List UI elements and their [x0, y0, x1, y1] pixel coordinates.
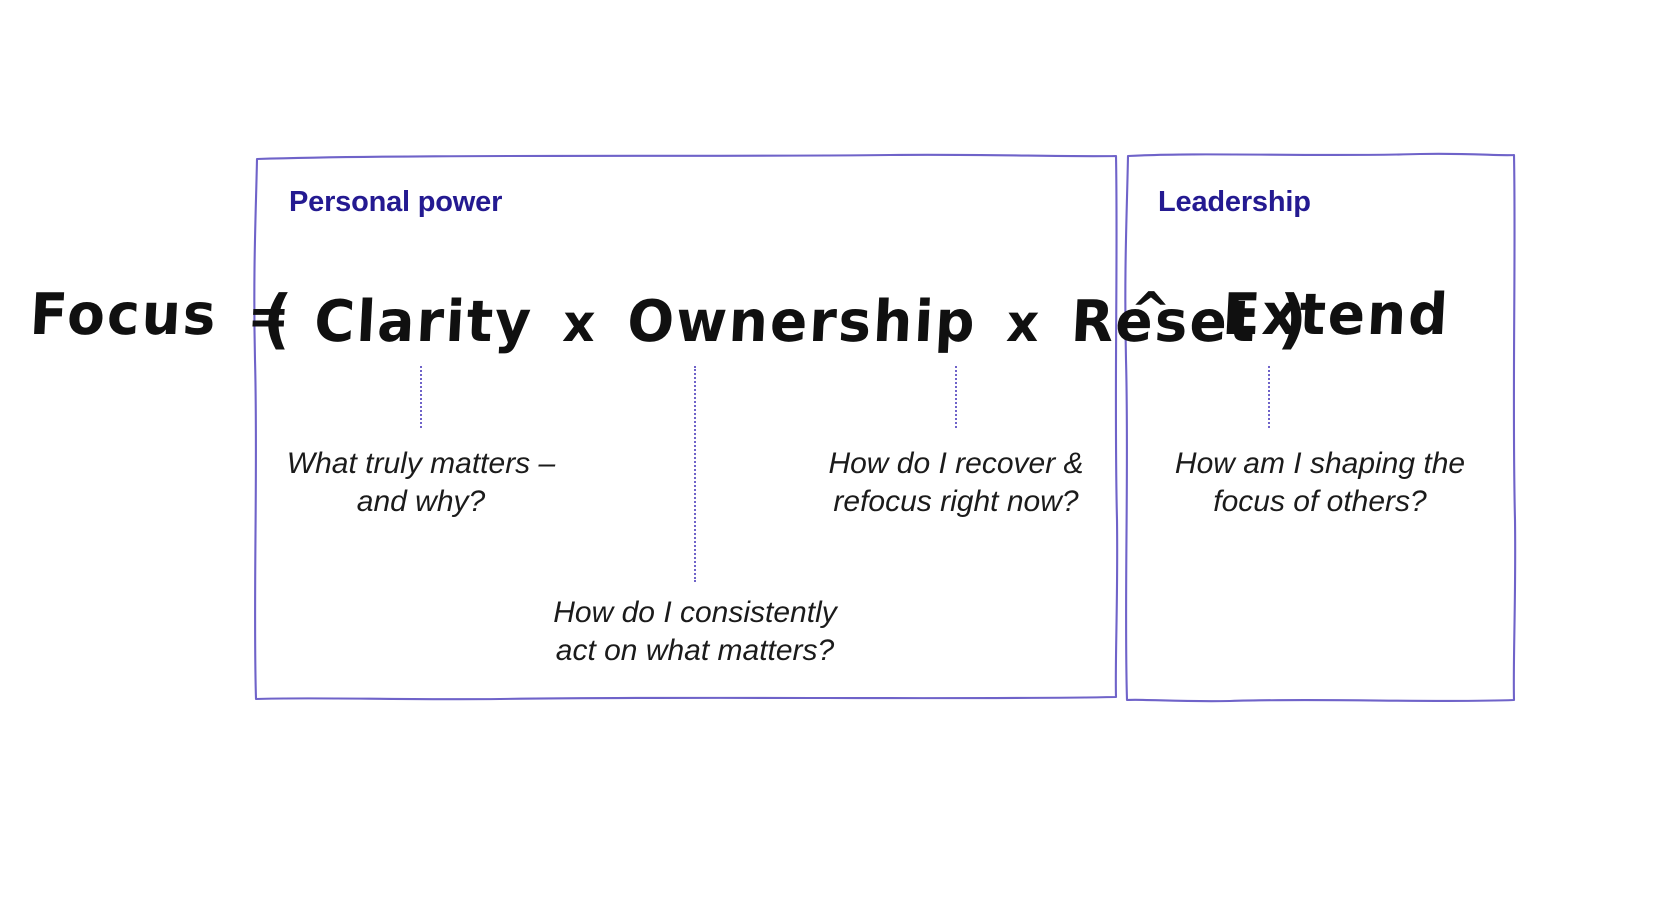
caption-ownership: How do I consistently act on what matter…	[521, 594, 869, 670]
formula-exponent-group: ^ Extend	[1128, 280, 1452, 348]
caption-clarity: What truly matters – and why?	[261, 445, 581, 521]
panel-outline-leadership	[1124, 152, 1517, 703]
caption-extend: How am I shaping the focus of others?	[1136, 445, 1504, 521]
formula-factor-clarity: Clarity	[312, 287, 535, 355]
caption-reset: How do I recover & refocus right now?	[796, 445, 1116, 521]
formula-subject: Focus	[28, 280, 220, 348]
caption-ownership-line-2: act on what matters?	[555, 634, 835, 667]
caption-reset-line-1: How do I recover &	[828, 447, 1084, 480]
connector-line-ownership	[694, 366, 696, 582]
formula-factor-ownership: Ownership	[625, 287, 979, 355]
connector-line-reset	[955, 366, 957, 428]
panel-title-leadership: Leadership	[1158, 186, 1311, 218]
formula-multiply-1: x	[561, 293, 599, 354]
caption-extend-line-1: How am I shaping the	[1174, 447, 1466, 480]
caption-clarity-line-2: and why?	[356, 485, 486, 518]
formula-multiply-2: x	[1005, 293, 1043, 354]
caption-reset-line-2: refocus right now?	[833, 485, 1079, 518]
formula-caret-symbol: ^	[1128, 281, 1174, 340]
caption-ownership-line-1: How do I consistently	[553, 596, 837, 629]
formula-open-paren: (	[261, 280, 296, 357]
connector-line-extend	[1268, 366, 1270, 428]
caption-clarity-line-1: What truly matters –	[286, 447, 556, 480]
panel-title-personal-power: Personal power	[289, 186, 503, 218]
connector-line-clarity	[420, 366, 422, 428]
caption-extend-line-2: focus of others?	[1213, 485, 1427, 518]
formula-exponent-extend: Extend	[1220, 280, 1452, 348]
